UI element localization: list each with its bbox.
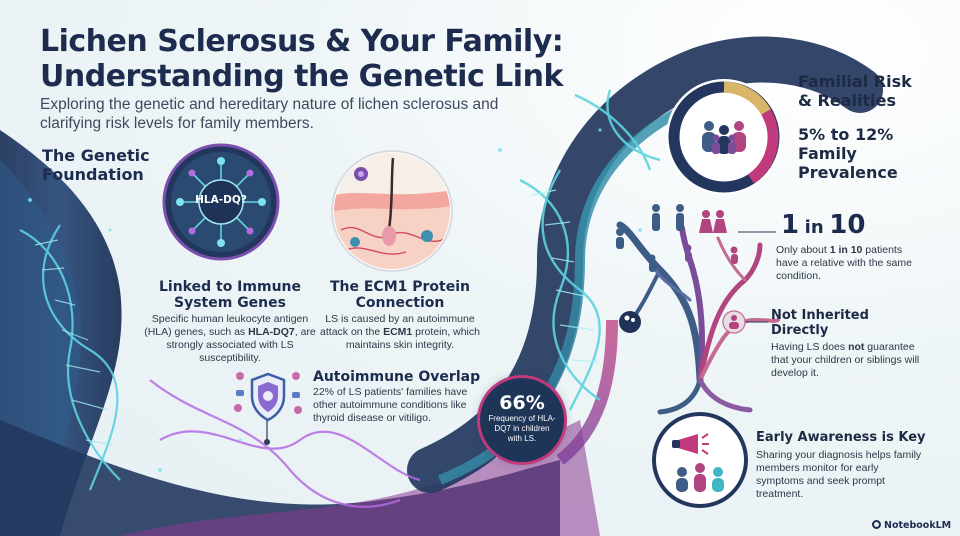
notebooklm-brand: NotebookLM [872, 520, 951, 531]
notebooklm-logo-icon [872, 520, 881, 529]
hla-label: HLA-DQ? [195, 194, 247, 206]
hla-illustration: HLA-DQ? [162, 143, 280, 261]
one-in-ten-text: Only about 1 in 10 patients have a relat… [776, 244, 912, 282]
stat-value: 66% [499, 392, 545, 414]
card-text-ecm1: LS is caused by an autoimmune attack on … [320, 313, 480, 351]
not-inherited-title: Not Inherited Directly [771, 308, 869, 338]
card-text-immune-genes: Specific human leukocyte antigen (HLA) g… [144, 313, 316, 364]
page-title: Lichen Sclerosus & Your Family: Understa… [40, 24, 564, 94]
megaphone-family-illustration [652, 412, 748, 508]
stat-badge-hla-dq7: 66% Frequency of HLA-DQ7 in children wit… [480, 378, 564, 462]
not-inherited-text: Having LS does not guarantee that your c… [771, 341, 920, 379]
family-group-icon [697, 116, 751, 156]
one-in-ten-stat: 1 in 10 [781, 210, 866, 240]
section-heading-familial: Familial Risk & Realities [798, 72, 912, 110]
card-text-autoimmune-overlap: 22% of LS patients' families have other … [313, 386, 468, 424]
stat-label: Frequency of HLA-DQ7 in children with LS… [488, 414, 556, 443]
card-title-ecm1: The ECM1 Protein Connection [329, 279, 470, 311]
card-title-immune-genes: Linked to Immune System Genes [158, 279, 301, 311]
card-title-autoimmune-overlap: Autoimmune Overlap [313, 369, 481, 385]
early-awareness-text: Sharing your diagnosis helps family memb… [756, 449, 922, 500]
skin-layer-illustration [331, 150, 453, 272]
family-prevalence-value: 5% to 12% Family Prevalence [798, 125, 898, 182]
shield-icon [232, 366, 304, 430]
section-heading-genetic: The Genetic Foundation [42, 146, 150, 184]
family-prevalence-ring [665, 78, 783, 196]
early-awareness-title: Early Awareness is Key [756, 430, 926, 445]
family-tree-figures [616, 204, 746, 334]
page-subtitle: Exploring the genetic and hereditary nat… [40, 96, 499, 132]
